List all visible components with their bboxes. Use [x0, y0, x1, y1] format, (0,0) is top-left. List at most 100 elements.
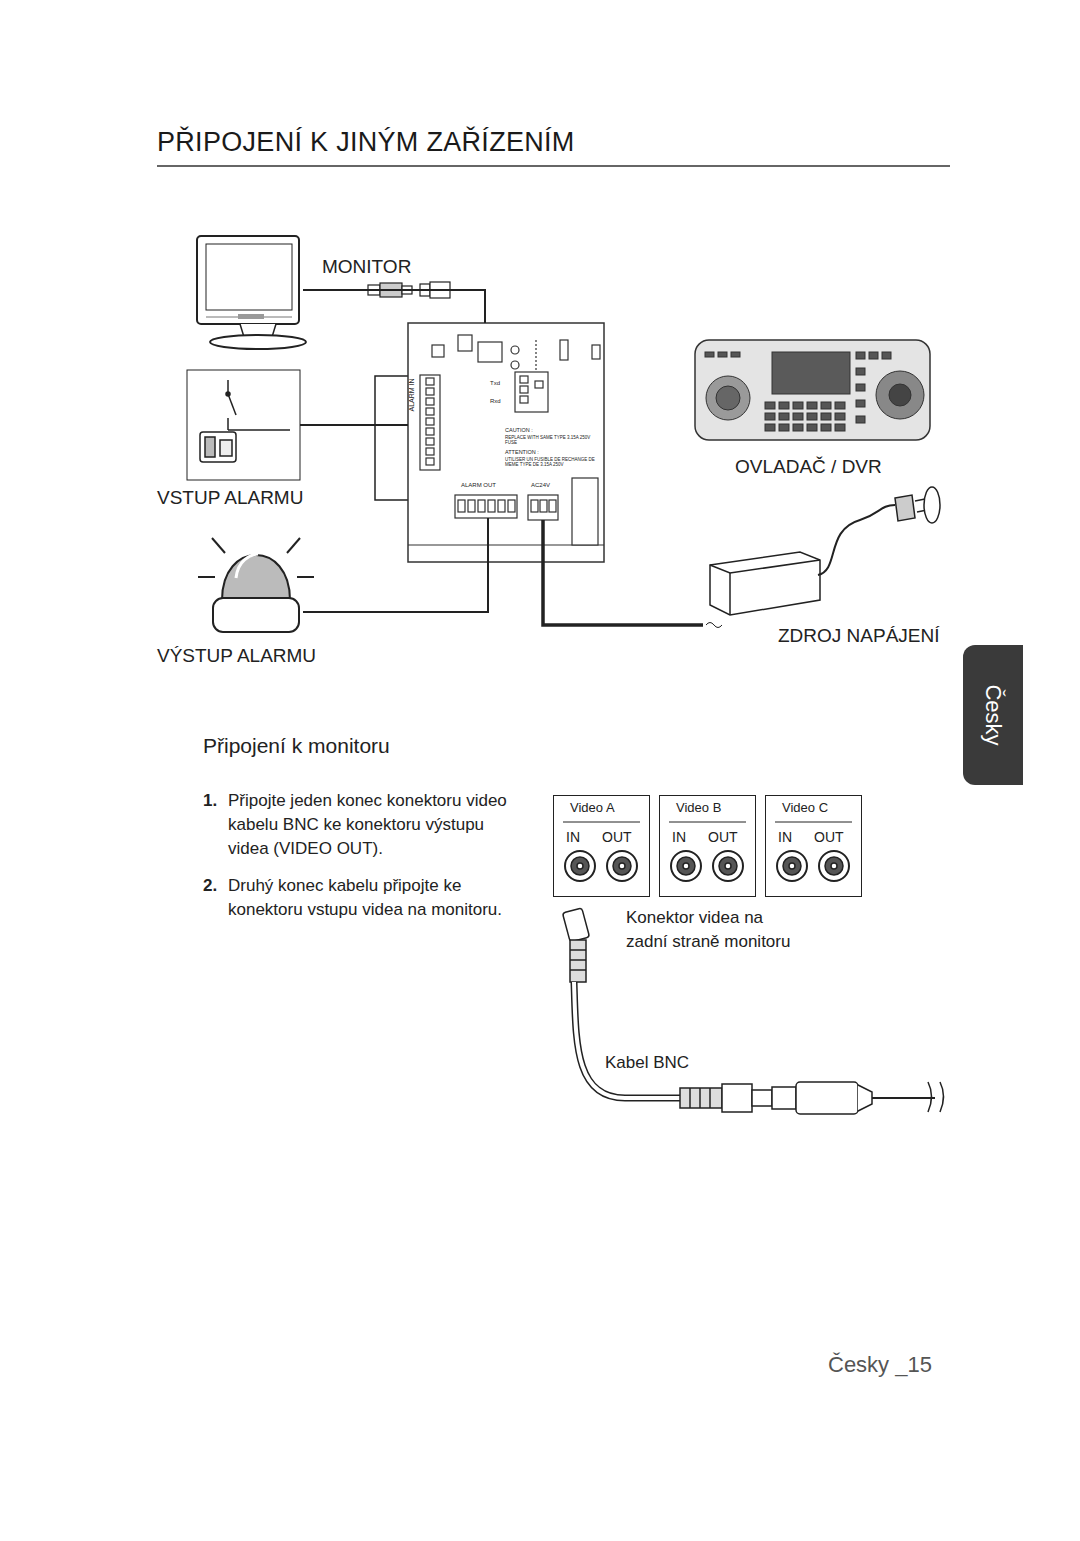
camera-board: [420, 375, 440, 470]
monitor-illustration: [197, 236, 299, 324]
camera-board: [508, 500, 515, 512]
controller-illustration: [821, 402, 831, 409]
camera-board: [468, 500, 475, 512]
monitor-illustration: [210, 335, 306, 349]
camera-board: [520, 376, 528, 383]
step-number: 2.: [203, 874, 217, 898]
node-label: OUT: [708, 829, 738, 845]
node-label: OUT: [602, 829, 632, 845]
alarm-lamp-illustration: [213, 598, 299, 632]
video-connector-row: [789, 863, 795, 869]
node-label: ALARM IN: [408, 378, 416, 411]
callout-text: Konektor videa na zadní straně monitoru: [626, 906, 801, 954]
node-label: Txd: [490, 380, 500, 387]
power-adapter-illustration: [895, 495, 915, 521]
controller-illustration: [807, 402, 817, 409]
title-rule: [157, 166, 950, 167]
camera-board: [426, 388, 434, 395]
video-connector-row: [563, 822, 852, 881]
alarm-lamp-illustration: [212, 538, 225, 553]
video-connector-row: [777, 851, 807, 881]
step-number: 1.: [203, 789, 217, 813]
node-label: MONITOR: [322, 256, 411, 278]
node-label: Video A: [570, 801, 615, 816]
controller-illustration: [793, 402, 803, 409]
page-number: Česky _15: [828, 1350, 932, 1381]
callout-text: Kabel BNC: [605, 1051, 689, 1075]
alarm-input-illustration: [200, 432, 236, 462]
board-wire: [488, 518, 543, 562]
bnc-cable-illustration: [689, 1088, 691, 1108]
board-wire: [487, 518, 489, 562]
wire-connector: [543, 562, 703, 625]
power-adapter-illustration: [710, 552, 820, 615]
controller-illustration: [705, 352, 714, 357]
camera-board: [531, 500, 538, 512]
power-adapter-illustration: [729, 573, 731, 615]
node-label: REPLACE WITH SAME TYPE 3.15A 250V FUSE: [505, 435, 597, 445]
video-connector-row: [671, 851, 701, 881]
video-connector-row: [607, 851, 637, 881]
bnc-cable-illustration: [752, 1090, 772, 1106]
wire-connector: [303, 562, 488, 612]
camera-board: [535, 381, 543, 388]
camera-board: [592, 345, 600, 359]
video-connector-row: [683, 863, 689, 869]
camera-board: [520, 386, 528, 393]
camera-board: [478, 342, 502, 362]
controller-illustration: [856, 400, 865, 407]
node-label: Video C: [782, 801, 828, 816]
bnc-cable-illustration: [872, 1097, 935, 1099]
board-wire: [541, 520, 545, 562]
camera-board: [455, 495, 517, 518]
camera-board: [498, 500, 505, 512]
bnc-cable-illustration: [680, 1088, 722, 1108]
controller-illustration: [835, 424, 845, 431]
video-connector-row: [563, 822, 640, 823]
camera-board: [478, 500, 485, 512]
controller-illustration: [779, 424, 789, 431]
alarm-input-illustration: [220, 440, 232, 456]
alarm-lamp-illustration: [287, 538, 300, 553]
title-rule: [157, 165, 950, 167]
controller-illustration: [856, 352, 865, 359]
controller-dvr: OVLADAČ / DVR: [693, 338, 933, 443]
alarm-lamp-illustration: [198, 576, 215, 578]
power-adapter-illustration: [924, 487, 940, 523]
alarm-input-illustration: [187, 370, 300, 480]
node-label: OVLADAČ / DVR: [735, 456, 882, 478]
video-connector-row: [719, 857, 737, 875]
camera-board: [432, 345, 444, 357]
controller-illustration: [695, 340, 930, 440]
video-connector-row: [825, 857, 843, 875]
video-connector-row: [619, 863, 625, 869]
alarm-lamp-illustration: [198, 538, 314, 632]
camera-board: [426, 398, 434, 405]
camera-board: [408, 323, 604, 562]
language-tab: Česky: [963, 645, 1023, 785]
bnc-cable-illustration: [574, 982, 682, 1098]
node-label: AC24V: [531, 482, 550, 489]
camera-board: [426, 378, 434, 385]
alarm-input: VSTUP ALARMU: [187, 370, 300, 480]
bnc-cable-illustration: [699, 1088, 701, 1108]
controller-illustration: [807, 424, 817, 431]
node-label: IN: [566, 829, 580, 845]
camera-board: [408, 323, 604, 562]
node-label: ALARM OUT: [461, 482, 496, 489]
bnc-cable-illustration: [940, 1082, 944, 1112]
video-connector-row: [565, 851, 595, 881]
bnc-cable-illustration: [570, 949, 586, 951]
camera-board: [515, 372, 548, 412]
controller-illustration: [856, 416, 865, 423]
controller-illustration: [821, 424, 831, 431]
video-connector-row: [775, 822, 852, 823]
camera-board: [458, 500, 465, 512]
controller-illustration: [716, 386, 740, 410]
page-title: PŘIPOJENÍ K JINÝM ZAŘÍZENÍM: [157, 127, 575, 158]
video-connector-row: [669, 822, 746, 823]
step-text: Druhý konec kabelu připojte ke konektoru…: [228, 874, 520, 922]
controller-illustration: [765, 424, 775, 431]
